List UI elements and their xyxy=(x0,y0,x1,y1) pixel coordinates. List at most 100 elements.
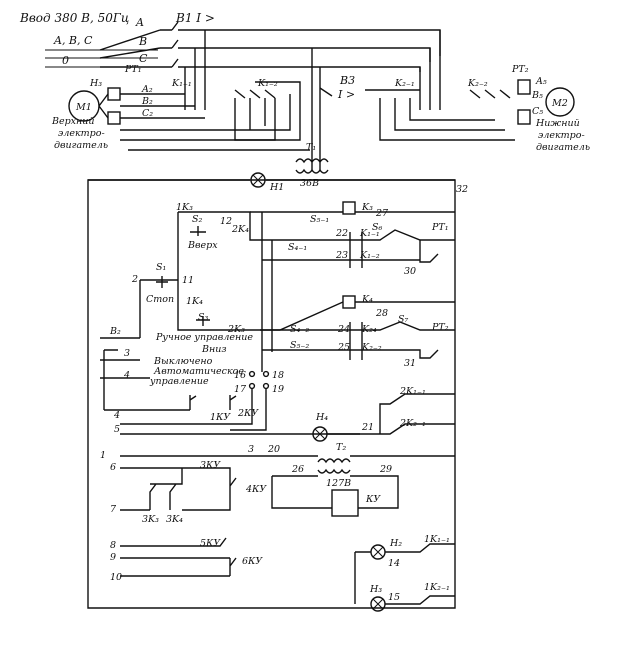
k1-1b-label: 1K₁₋₁ xyxy=(424,534,450,545)
ky-coil xyxy=(331,489,359,517)
down-label: Вниз xyxy=(201,344,227,355)
node-14: 14 xyxy=(388,558,400,569)
node-16: 16 xyxy=(234,370,246,381)
motor-m2-label: M2 xyxy=(551,98,568,109)
t2-voltage: 127В xyxy=(326,478,351,489)
k22c-label: K₂₋₂ xyxy=(361,342,382,353)
node-1: 1 xyxy=(100,450,106,461)
h3b-label: H₃ xyxy=(369,584,382,595)
lower-motor-line1: Нижний xyxy=(535,118,580,129)
s52-label: S₅₋₂ xyxy=(290,340,309,351)
k11-label: K₁₋₁ xyxy=(171,78,192,89)
breaker-b1-label: В1 I > xyxy=(175,11,215,25)
node-9: 9 xyxy=(110,552,116,563)
ky-label: КУ xyxy=(365,494,381,505)
k3-coil-label: K₃ xyxy=(361,202,373,213)
b2-switch-label: B₂ xyxy=(109,326,121,337)
node-22: 22 xyxy=(335,228,348,239)
ky6-label: 6КУ xyxy=(242,556,263,567)
lamp-h1 xyxy=(250,172,266,188)
rt1-label: PT₁ xyxy=(124,64,142,75)
auto-label-1: Автоматическое xyxy=(153,366,244,377)
manual-label: Ручное управление xyxy=(155,332,253,343)
s2-label: S₂ xyxy=(192,214,203,225)
node-23: 23 xyxy=(335,250,348,261)
node-10: 10 xyxy=(110,572,122,583)
power-circuit: Ввод 380 В, 50Гц A, B, C 0 A B C В1 I > … xyxy=(19,11,590,189)
node-29: 29 xyxy=(379,464,392,475)
k3-1-label: 1K₃ xyxy=(176,202,193,213)
t2-label: T₂ xyxy=(336,442,346,453)
upper-motor-line1: Верхний xyxy=(51,116,95,127)
k2-1a-label: 2K₁₋₁ xyxy=(399,386,426,397)
ky3-label: 3КУ xyxy=(200,460,221,471)
s7-label: S₇ xyxy=(398,314,409,325)
coil-k3 xyxy=(342,201,356,215)
k1-2b-label: 1K₂₋₁ xyxy=(424,582,450,593)
ky2-label: 2КУ xyxy=(237,408,259,419)
off-label: Выключено xyxy=(153,356,213,367)
k4-coil-label: K₄ xyxy=(361,294,373,305)
rt2-label: PT₂ xyxy=(511,64,529,75)
t1-label: T₁ xyxy=(306,142,316,153)
node-25: 25 xyxy=(337,342,350,353)
node-2: 2 xyxy=(131,274,138,285)
ky5-label: 5КУ xyxy=(200,538,221,549)
phase-a1-label: A xyxy=(135,16,144,29)
node-4b: 4 xyxy=(113,410,120,421)
h3-label: H₃ xyxy=(89,78,102,89)
ky4-label: 4КУ xyxy=(245,484,267,495)
rt1-relay-2 xyxy=(107,111,121,125)
control-circuit: H1 32 K₃ 1K₃ S₂ 12 Вверх 2K₄ S₅₋₁ S₆ 27 … xyxy=(87,172,468,612)
stop-label: Стоп xyxy=(146,294,174,305)
rt2-relay-1 xyxy=(517,79,531,95)
b5-label: B₅ xyxy=(531,90,543,101)
rt2-ctrl-label: PT₂ xyxy=(431,322,449,333)
node-27: 27 xyxy=(375,208,389,219)
node-3: 3 xyxy=(124,348,130,359)
k11c-label: K₁₋₁ xyxy=(359,228,380,239)
node-15: 15 xyxy=(388,592,400,603)
node-18: 18 xyxy=(272,370,284,381)
node-28: 28 xyxy=(375,308,388,319)
a2-label: A₂ xyxy=(141,84,153,95)
a5-label: A₅ xyxy=(535,76,547,87)
lower-motor-line2: электро- xyxy=(538,130,585,141)
k4-1-label: 1K₄ xyxy=(186,296,203,307)
s41-label: S₄₋₁ xyxy=(288,242,307,253)
phase-b1-label: B xyxy=(138,35,147,48)
node-3b: 3 xyxy=(248,444,254,455)
node-30: 30 xyxy=(404,266,416,277)
supply-label: Ввод 380 В, 50Гц xyxy=(19,11,129,25)
h4-label: H₄ xyxy=(315,412,328,423)
phases-in-label: A, B, C xyxy=(53,34,93,47)
up-label: Вверх xyxy=(187,240,218,251)
motor-m2-circle xyxy=(545,87,575,117)
motor-m1-label: M1 xyxy=(75,102,92,113)
k4-2-label: 2K₄ xyxy=(231,224,249,235)
node-8: 8 xyxy=(110,540,116,551)
upper-motor-line2: электро- xyxy=(58,128,105,139)
upper-motor-line3: двигатель xyxy=(54,140,108,151)
h1-label: H1 xyxy=(269,182,284,193)
ky1-label: 1КУ xyxy=(210,412,231,423)
node-7: 7 xyxy=(110,504,117,515)
t1-voltage: 36В xyxy=(300,178,319,189)
node-6: 6 xyxy=(110,462,116,473)
node-19: 19 xyxy=(272,384,284,395)
s1-label: S₁ xyxy=(156,262,166,273)
s51-label: S₅₋₁ xyxy=(310,214,329,225)
node-4: 4 xyxy=(123,370,130,381)
coil-k4 xyxy=(342,295,356,309)
k12-label: K₁₋₂ xyxy=(257,78,278,89)
h2-label: H₂ xyxy=(389,538,402,549)
node-11: 11 xyxy=(182,275,194,286)
lower-motor-line3: двигатель xyxy=(536,142,590,153)
node-12: 12 xyxy=(220,216,232,227)
node-21: 21 xyxy=(361,422,374,433)
k21-label: K₂₋₁ xyxy=(394,78,415,89)
node-26: 26 xyxy=(291,464,304,475)
breaker-b3-symbol: I > xyxy=(337,88,355,101)
